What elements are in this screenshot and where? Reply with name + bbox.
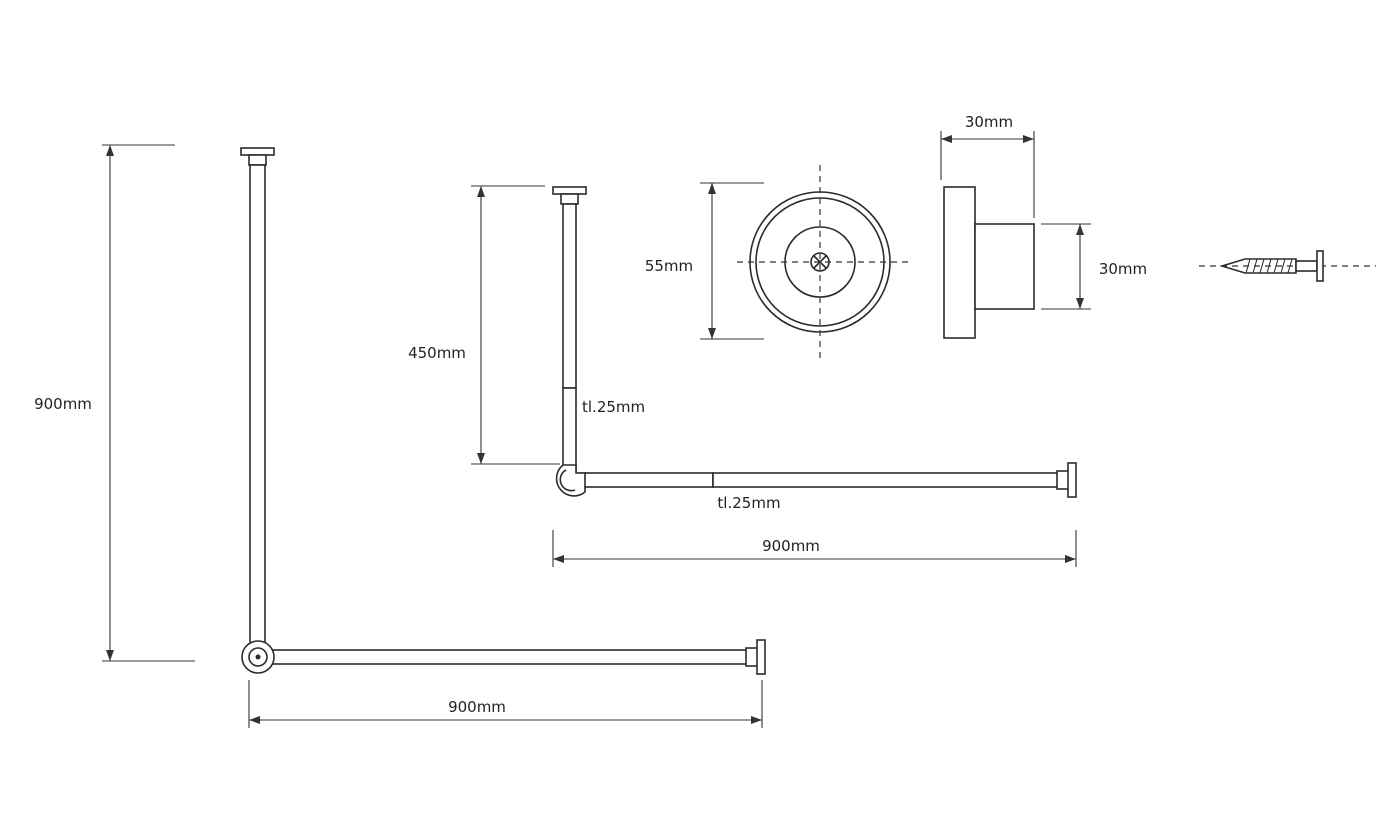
- small-horizontal-tube-label: tl.25mm: [717, 494, 780, 512]
- screw-thread: [1245, 258, 1293, 274]
- small-height-dimension: 450mm: [408, 185, 560, 465]
- arrow-right: [1023, 135, 1034, 143]
- small-ceiling-flange: [552, 186, 587, 195]
- arrow-down: [106, 650, 114, 661]
- small-rail: [552, 186, 1077, 498]
- arrow-down: [477, 453, 485, 464]
- screw-head: [1316, 250, 1324, 282]
- large-ceiling-flange: [240, 147, 275, 156]
- flange-side-plate: [943, 186, 976, 339]
- flange-side-height-label: 30mm: [1099, 260, 1147, 278]
- arrow-up: [477, 186, 485, 197]
- large-ceiling-collar: [248, 154, 267, 166]
- small-vertical-tube-upper: [562, 203, 577, 389]
- arrow-up: [1076, 224, 1084, 235]
- screw-icon: [1199, 250, 1376, 282]
- large-corner-center: [255, 654, 261, 660]
- large-vertical-tube: [249, 164, 266, 646]
- arrow-left: [941, 135, 952, 143]
- small-ceiling-collar: [560, 193, 579, 205]
- arrow-right: [1065, 555, 1076, 563]
- screw-neck: [1295, 260, 1318, 272]
- small-horizontal-tube-right: [712, 472, 1060, 488]
- small-vertical-tube-lower: [562, 387, 577, 477]
- small-vertical-tube-label: tl.25mm: [582, 398, 645, 416]
- flange-diameter-label: 55mm: [645, 257, 693, 275]
- large-rail: [240, 147, 766, 675]
- arrow-right: [751, 716, 762, 724]
- arrow-up: [708, 183, 716, 194]
- large-corner-inner-ring: [248, 647, 268, 667]
- flange-diameter-dimension: 55mm: [645, 182, 764, 340]
- small-height-label: 450mm: [408, 344, 466, 362]
- flange-side-boss: [974, 223, 1035, 310]
- small-horizontal-tube-left: [579, 472, 714, 488]
- large-wall-flange: [756, 639, 766, 675]
- large-height-dimension: 900mm: [34, 144, 195, 662]
- flange-front-view: [737, 165, 910, 360]
- large-height-label: 900mm: [34, 395, 92, 413]
- large-width-label: 900mm: [448, 698, 506, 716]
- arrow-down: [708, 328, 716, 339]
- small-wall-flange: [1067, 462, 1077, 498]
- flange-depth-dimension: 30mm: [940, 113, 1035, 218]
- flange-side-view: [943, 186, 1035, 339]
- small-width-dimension: 900mm: [552, 530, 1077, 567]
- small-corner-inner-arc: [559, 469, 576, 492]
- flange-depth-label: 30mm: [965, 113, 1013, 131]
- arrow-up: [106, 145, 114, 156]
- large-width-dimension: 900mm: [248, 680, 763, 728]
- small-width-label: 900mm: [762, 537, 820, 555]
- small-wall-collar: [1056, 470, 1070, 490]
- arrow-down: [1076, 298, 1084, 309]
- arrow-left: [553, 555, 564, 563]
- large-horizontal-tube: [271, 649, 749, 665]
- flange-side-height-dimension: 30mm: [1041, 223, 1147, 310]
- arrow-left: [249, 716, 260, 724]
